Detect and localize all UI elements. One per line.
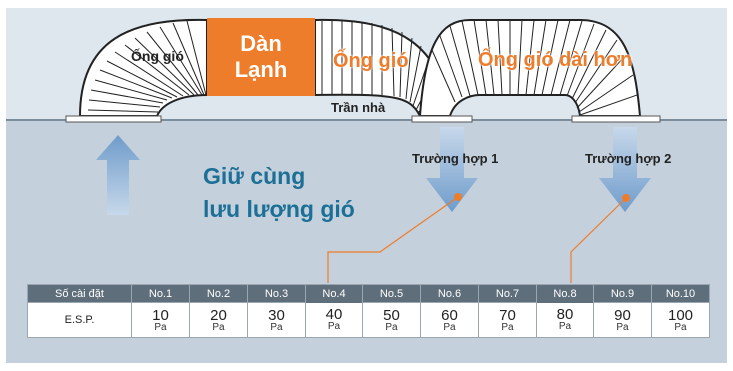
setting-no10: No.10 bbox=[651, 284, 710, 303]
esp-unit: Pa bbox=[674, 321, 687, 333]
duct-label-orange: Ống gió bbox=[333, 50, 409, 72]
keep-airflow-line1: Giữ cùng bbox=[203, 163, 306, 189]
callout-lines bbox=[327, 196, 627, 283]
setting-no3: No.3 bbox=[247, 284, 306, 303]
longer-duct-label: Ống gió dài hơn bbox=[478, 49, 633, 71]
airflow-arrow-case1 bbox=[426, 127, 478, 212]
esp-value: 20 bbox=[210, 306, 227, 324]
esp-value: 50 bbox=[383, 306, 400, 324]
esp-unit: Pa bbox=[616, 321, 629, 333]
left-duct bbox=[78, 18, 208, 117]
setting-no6: No.6 bbox=[420, 284, 479, 303]
ceiling-line bbox=[6, 119, 727, 121]
esp-unit: Pa bbox=[501, 321, 514, 333]
esp-value: 30 bbox=[268, 306, 285, 324]
keep-airflow-line2: lưu lượng gió bbox=[203, 196, 355, 222]
esp-unit: Pa bbox=[558, 321, 572, 333]
indoor-unit-label-line1: Dàn bbox=[240, 31, 282, 56]
return-air-arrow bbox=[96, 135, 140, 215]
setting-no9: No.9 bbox=[593, 284, 652, 303]
esp-table: Số cài đặt No.1 No.2 No.3 No.4 No.5 No.6… bbox=[27, 284, 710, 338]
esp-unit: Pa bbox=[270, 321, 283, 333]
setting-no1: No.1 bbox=[131, 284, 190, 303]
esp-unit: Pa bbox=[327, 321, 341, 333]
setting-no7: No.7 bbox=[478, 284, 537, 303]
callout-dot-case1 bbox=[454, 193, 462, 201]
setting-header: Số cài đặt bbox=[27, 284, 132, 303]
setting-no4: No.4 bbox=[305, 284, 363, 303]
setting-no8: No.8 bbox=[536, 284, 594, 303]
callout-dot-case2 bbox=[622, 194, 630, 202]
airflow-arrow-case2 bbox=[599, 127, 651, 212]
esp-unit: Pa bbox=[212, 321, 225, 333]
keep-airflow-text: Giữ cùng lưu lượng gió bbox=[203, 160, 355, 226]
diffuser-case2 bbox=[571, 115, 661, 123]
diffuser-case1 bbox=[411, 115, 473, 123]
case2-label: Trường hợp 2 bbox=[585, 151, 672, 166]
longer-duct bbox=[418, 19, 642, 117]
return-grille bbox=[65, 115, 162, 123]
case1-label: Trường hợp 1 bbox=[412, 151, 499, 166]
esp-value: 60 bbox=[441, 306, 458, 324]
indoor-unit: Dàn Lạnh bbox=[207, 18, 315, 96]
setting-no2: No.2 bbox=[189, 284, 248, 303]
esp-value: 80 bbox=[556, 306, 574, 324]
duct-label: Ống gió bbox=[131, 48, 184, 64]
esp-value: 100 bbox=[667, 306, 694, 324]
ceiling-label: Trần nhà bbox=[331, 100, 386, 115]
setting-no5: No.5 bbox=[362, 284, 421, 303]
esp-value: 10 bbox=[152, 306, 169, 324]
esp-unit: Pa bbox=[154, 321, 167, 333]
indoor-unit-label-line2: Lạnh bbox=[234, 57, 288, 82]
esp-unit: Pa bbox=[443, 321, 456, 333]
esp-value: 70 bbox=[499, 306, 516, 324]
esp-value: 40 bbox=[325, 306, 343, 324]
esp-value: 90 bbox=[614, 306, 631, 324]
esp-unit: Pa bbox=[385, 321, 398, 333]
esp-label: E.S.P. bbox=[27, 302, 132, 338]
esp-table-header-row: Số cài đặt No.1 No.2 No.3 No.4 No.5 No.6… bbox=[27, 284, 710, 303]
